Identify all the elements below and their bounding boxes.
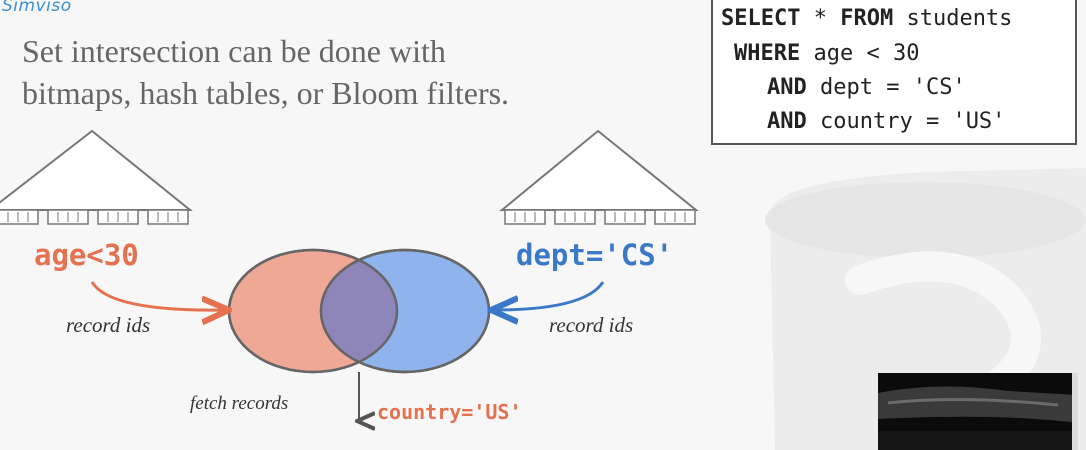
sql-keyword: AND (767, 109, 807, 134)
sql-query-box: SELECT * FROM students WHERE age < 30 AN… (711, 0, 1077, 145)
right-index-tree-icon (499, 129, 699, 225)
sql-text: * (800, 6, 841, 31)
sql-line-4: AND country = 'US' (767, 107, 1005, 137)
right-predicate-label: dept='CS' (516, 238, 673, 272)
left-index-tree-icon (0, 129, 193, 225)
left-record-ids-label: record ids (66, 313, 151, 337)
sql-text: country = 'US' (806, 109, 1006, 134)
brand-logo: Simviso (2, 0, 72, 16)
sql-keyword: WHERE (734, 41, 801, 66)
country-filter-label: country='US' (377, 400, 522, 424)
slide-text-line-1: Set intersection can be done with (22, 33, 446, 69)
right-predicate-text: dept='CS' (516, 238, 674, 272)
sql-line-2: WHERE age < 30 (734, 39, 919, 69)
right-record-ids-label: record ids (549, 313, 634, 337)
slide-text-line-2: bitmaps, hash tables, or Bloom filters. (22, 75, 510, 111)
sql-text: students (893, 6, 1013, 31)
right-record-ids-arrow (494, 281, 605, 310)
sql-text: dept = 'CS' (806, 75, 966, 100)
sql-keyword: SELECT (721, 6, 801, 31)
left-record-ids-arrow (90, 281, 226, 310)
sql-line-1: SELECT * FROM students (721, 4, 1012, 34)
left-predicate-text: age<30 (34, 238, 139, 272)
sql-text: age < 30 (800, 41, 920, 66)
intersection-region (321, 250, 397, 372)
video-frame-icon (878, 373, 1078, 450)
left-predicate-label: age<30 (34, 238, 139, 272)
sql-keyword: AND (767, 75, 807, 100)
video-overlay (878, 373, 1078, 450)
sql-line-3: AND dept = 'CS' (767, 73, 966, 103)
fetch-records-label: fetch records (190, 393, 289, 414)
sql-keyword: FROM (840, 6, 894, 31)
